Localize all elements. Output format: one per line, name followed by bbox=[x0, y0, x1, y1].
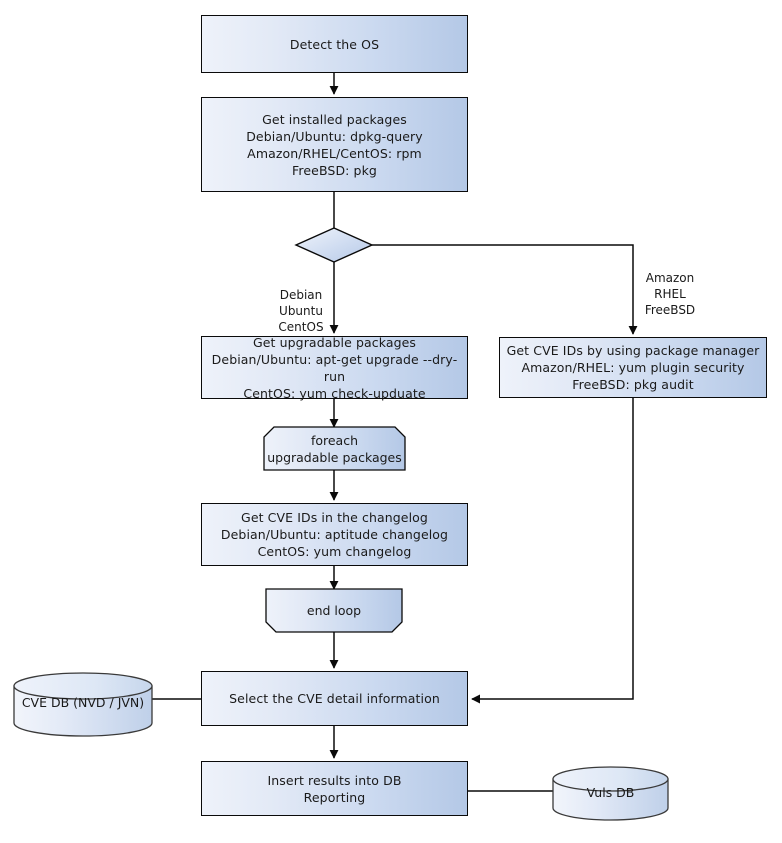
node-get-upgradable-packages[interactable]: Get upgradable packages Debian/Ubuntu: a… bbox=[201, 334, 468, 401]
edge-label-left-branch: Debian Ubuntu CentOS bbox=[272, 271, 330, 335]
node-get-cve-ids-package-manager-label: Get CVE IDs by using package manager Ama… bbox=[506, 343, 760, 392]
node-get-cve-ids-changelog[interactable]: Get CVE IDs in the changelog Debian/Ubun… bbox=[201, 503, 468, 566]
node-detect-os-label: Detect the OS bbox=[289, 36, 380, 52]
edge-decision-right bbox=[372, 244, 638, 335]
node-get-cve-ids-package-manager[interactable]: Get CVE IDs by using package manager Ama… bbox=[499, 337, 767, 398]
node-detect-os[interactable]: Detect the OS bbox=[201, 15, 468, 73]
node-select-cve-detail[interactable]: Select the CVE detail information bbox=[201, 671, 468, 726]
cve-db-cylinder bbox=[13, 672, 153, 737]
os-decision-diamond bbox=[294, 227, 374, 263]
node-get-installed-packages[interactable]: Get installed packages Debian/Ubuntu: dp… bbox=[201, 97, 468, 192]
node-select-cve-detail-label: Select the CVE detail information bbox=[229, 691, 440, 706]
foreach-loop-shape bbox=[263, 426, 406, 471]
edge-label-left-branch-text: Debian Ubuntu CentOS bbox=[278, 288, 324, 334]
edge-label-right-branch: Amazon RHEL FreeBSD bbox=[637, 254, 703, 318]
node-get-upgradable-packages-label: Get upgradable packages Debian/Ubuntu: a… bbox=[211, 334, 458, 401]
edge-label-right-branch-text: Amazon RHEL FreeBSD bbox=[644, 271, 696, 317]
node-get-installed-packages-label: Get installed packages Debian/Ubuntu: dp… bbox=[246, 111, 423, 178]
end-loop-shape bbox=[265, 588, 403, 633]
vuls-db-cylinder bbox=[552, 766, 669, 821]
node-get-cve-ids-changelog-label: Get CVE IDs in the changelog Debian/Ubun… bbox=[220, 510, 449, 559]
node-insert-results[interactable]: Insert results into DB Reporting bbox=[201, 761, 468, 816]
node-insert-results-label: Insert results into DB Reporting bbox=[267, 772, 402, 805]
edge-right-to-select bbox=[471, 398, 634, 704]
